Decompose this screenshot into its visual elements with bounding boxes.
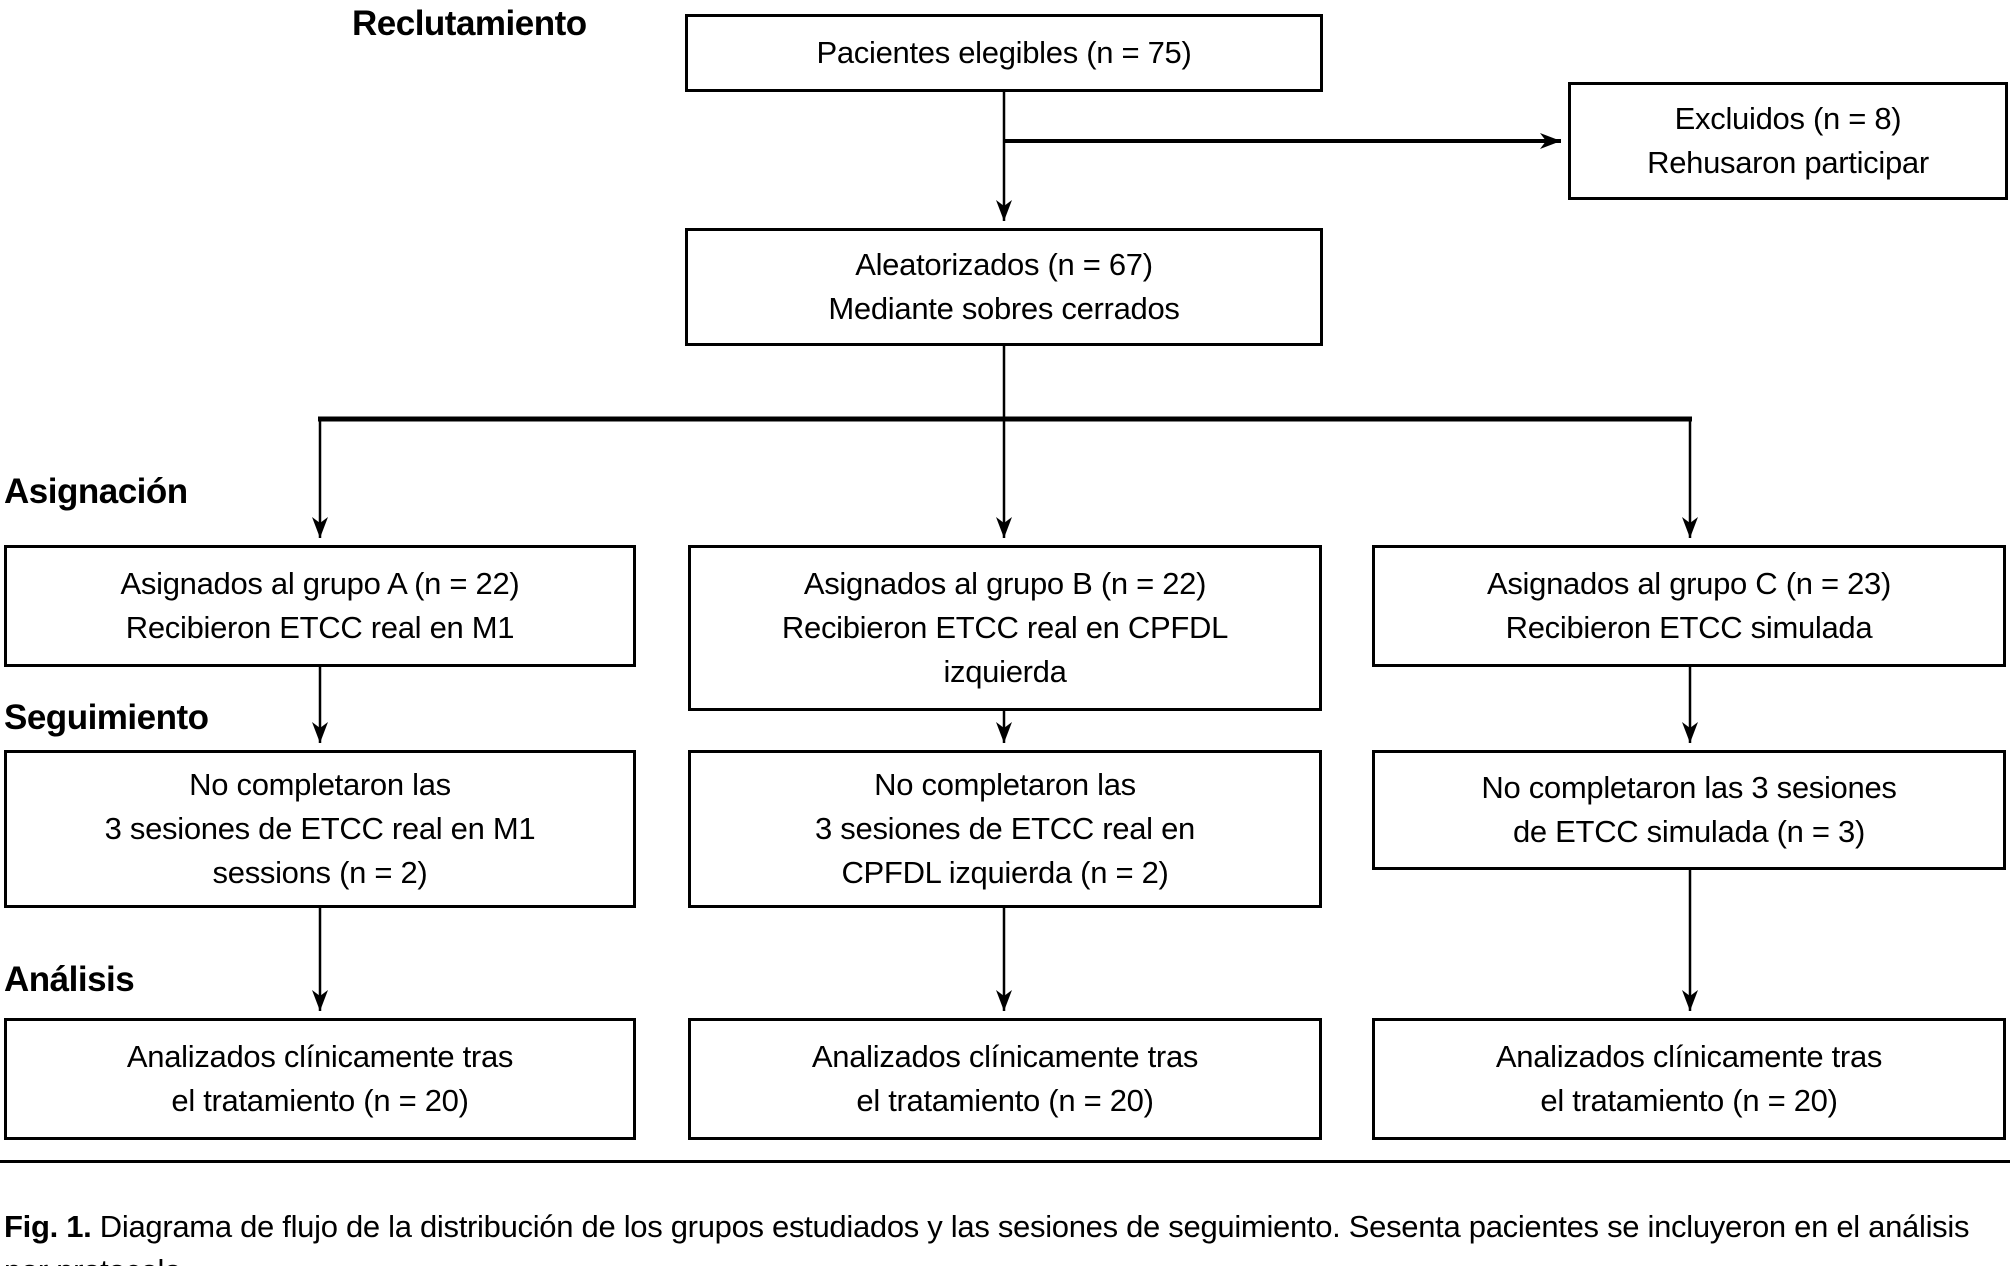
node-group-c-followup: No completaron las 3 sesiones de ETCC si… bbox=[1372, 750, 2006, 870]
node-line: el tratamiento (n = 20) bbox=[1540, 1083, 1838, 1118]
node-randomized: Aleatorizados (n = 67) Mediante sobres c… bbox=[685, 228, 1323, 346]
node-line: sessions (n = 2) bbox=[212, 855, 428, 890]
node-line: Analizados clínicamente tras bbox=[1495, 1039, 1883, 1074]
node-group-b-allocation: Asignados al grupo B (n = 22) Recibieron… bbox=[688, 545, 1322, 711]
node-line: Recibieron ETCC real en CPFDL bbox=[781, 610, 1229, 645]
figure-caption-text: Diagrama de flujo de la distribución de … bbox=[4, 1209, 1970, 1266]
node-line: Rehusaron participar bbox=[1647, 145, 1929, 180]
node-line: Mediante sobres cerrados bbox=[828, 291, 1180, 326]
node-excluded: Excluidos (n = 8) Rehusaron participar bbox=[1568, 82, 2008, 200]
node-line: CPFDL izquierda (n = 2) bbox=[841, 855, 1169, 890]
node-line: el tratamiento (n = 20) bbox=[856, 1083, 1154, 1118]
node-line: Asignados al grupo A (n = 22) bbox=[120, 566, 520, 601]
node-line: Recibieron ETCC simulada bbox=[1505, 610, 1873, 645]
node-line: el tratamiento (n = 20) bbox=[171, 1083, 469, 1118]
stage-label-recruitment: Reclutamiento bbox=[352, 4, 587, 43]
node-line: Aleatorizados (n = 67) bbox=[855, 247, 1153, 282]
node-line: Excluidos (n = 8) bbox=[1674, 101, 1902, 136]
node-line: No completaron las 3 sesiones bbox=[1481, 770, 1897, 805]
node-group-a-analysis: Analizados clínicamente tras el tratamie… bbox=[4, 1018, 636, 1140]
node-eligible-patients: Pacientes elegibles (n = 75) bbox=[685, 14, 1323, 92]
node-line: Asignados al grupo B (n = 22) bbox=[803, 566, 1207, 601]
caption-divider bbox=[0, 1160, 2010, 1163]
node-line: No completaron las bbox=[189, 767, 451, 802]
node-line: No completaron las bbox=[874, 767, 1136, 802]
node-line: Analizados clínicamente tras bbox=[811, 1039, 1199, 1074]
node-group-a-followup: No completaron las 3 sesiones de ETCC re… bbox=[4, 750, 636, 908]
node-line: Asignados al grupo C (n = 23) bbox=[1486, 566, 1892, 601]
node-line: Analizados clínicamente tras bbox=[126, 1039, 514, 1074]
node-line: 3 sesiones de ETCC real en bbox=[815, 811, 1195, 846]
node-group-b-analysis: Analizados clínicamente tras el tratamie… bbox=[688, 1018, 1322, 1140]
node-line: Recibieron ETCC real en M1 bbox=[125, 610, 515, 645]
node-group-a-allocation: Asignados al grupo A (n = 22) Recibieron… bbox=[4, 545, 636, 667]
node-group-c-analysis: Analizados clínicamente tras el tratamie… bbox=[1372, 1018, 2006, 1140]
node-line: izquierda bbox=[943, 654, 1067, 689]
figure-caption: Fig. 1. Diagrama de flujo de la distribu… bbox=[4, 1205, 2006, 1266]
node-line: Pacientes elegibles (n = 75) bbox=[816, 35, 1192, 70]
node-line: 3 sesiones de ETCC real en M1 bbox=[104, 811, 536, 846]
stage-label-followup: Seguimiento bbox=[4, 698, 209, 737]
stage-label-allocation: Asignación bbox=[4, 472, 188, 511]
node-line: de ETCC simulada (n = 3) bbox=[1512, 814, 1866, 849]
node-group-b-followup: No completaron las 3 sesiones de ETCC re… bbox=[688, 750, 1322, 908]
node-group-c-allocation: Asignados al grupo C (n = 23) Recibieron… bbox=[1372, 545, 2006, 667]
figure-caption-label: Fig. 1. bbox=[4, 1209, 92, 1244]
stage-label-analysis: Análisis bbox=[4, 960, 135, 999]
